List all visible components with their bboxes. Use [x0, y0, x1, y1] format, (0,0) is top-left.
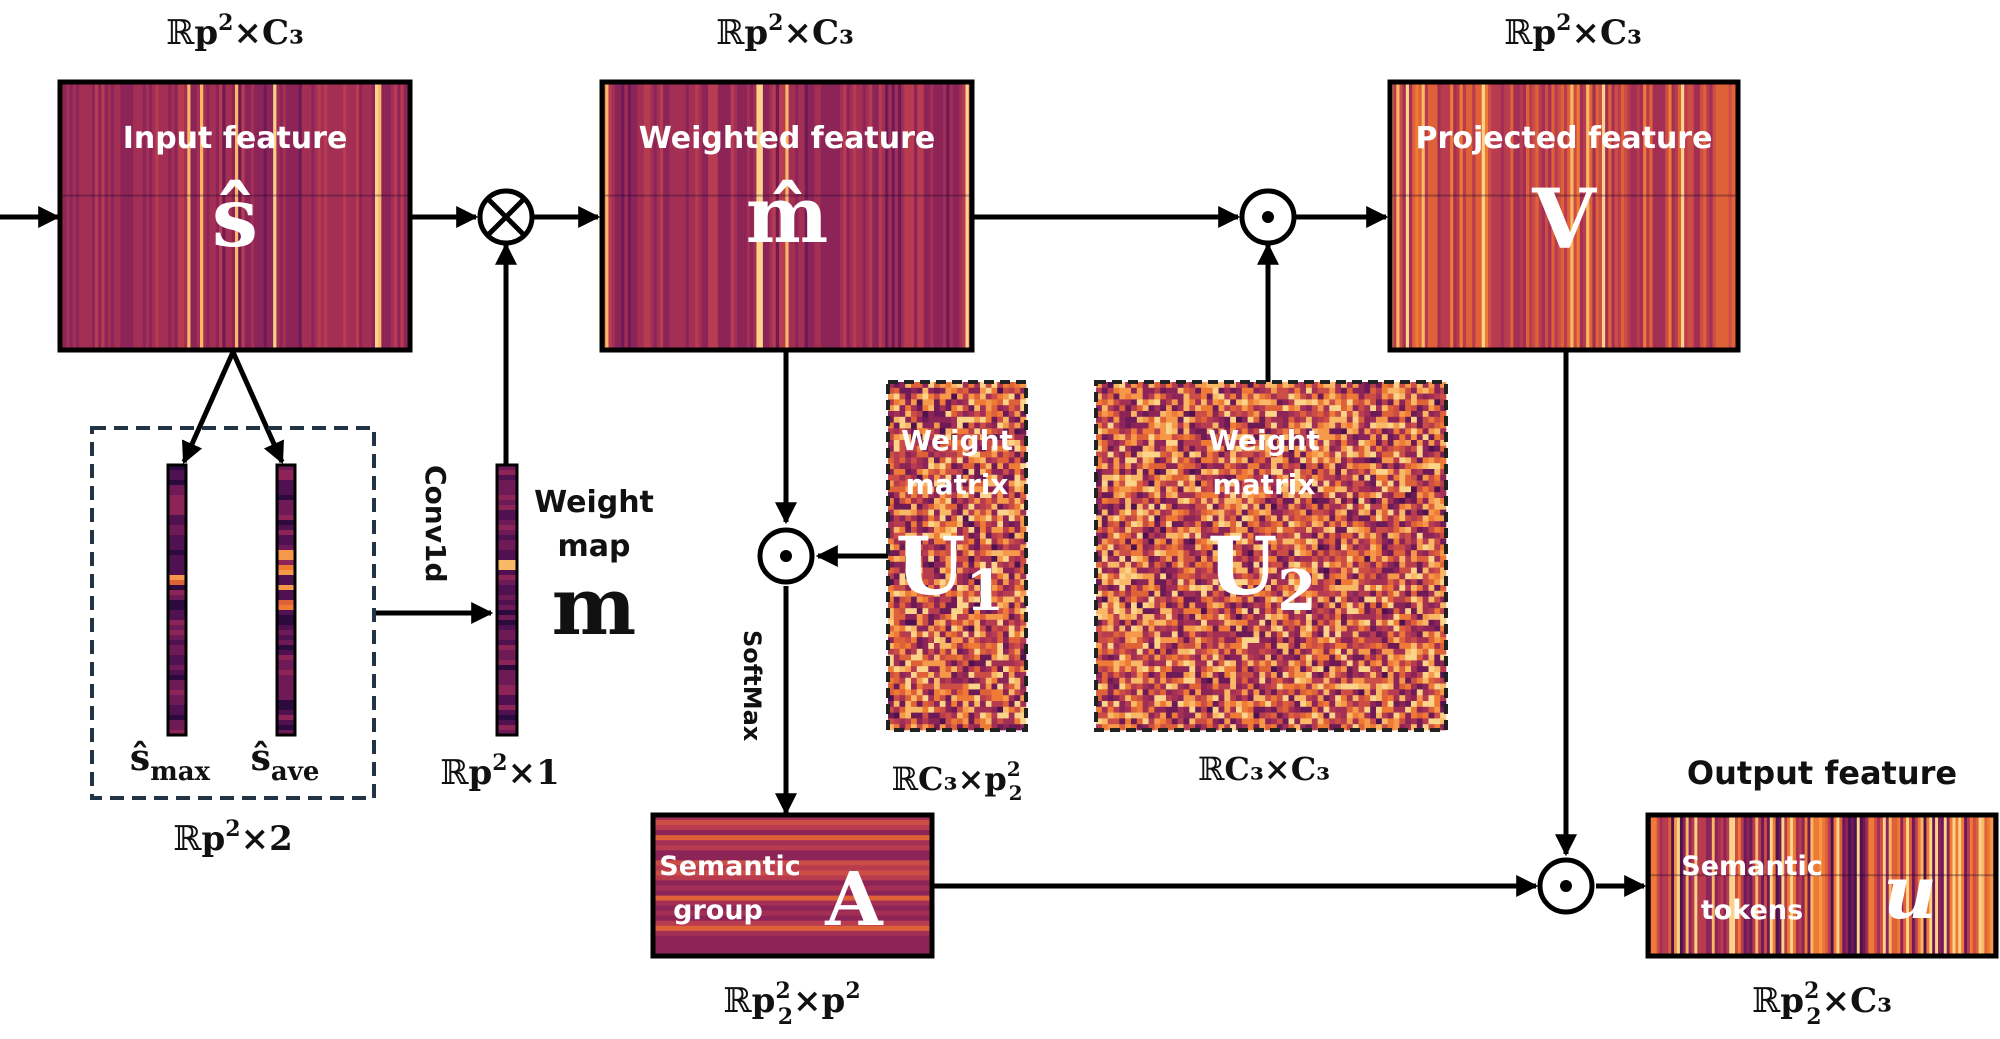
weight-matrix-u2-block: Weight matrix U2 ℝC₃×C₃	[1094, 380, 1448, 788]
semantic-group-heatmap	[653, 815, 932, 957]
pooling-box: ŝmax ŝave ℝp2×2	[90, 426, 376, 859]
weighted-feature-symbol: m̂	[746, 170, 829, 261]
arrow-s-to-max	[181, 350, 236, 465]
arrow-s-to-ave	[230, 350, 285, 465]
weighted-feature-block: ℝp2×C₃ Weighted feature m̂	[599, 10, 975, 353]
weighted-feature-dim: ℝp2×C₃	[716, 10, 854, 53]
s-max-label: ŝmax	[130, 737, 211, 787]
weight-map-label-line1: Weight	[534, 485, 654, 520]
weight-map-bar	[497, 465, 517, 736]
conv1d-label: Conv1d	[419, 465, 452, 583]
weight-map-dim: ℝp2×1	[440, 750, 560, 793]
projected-feature-heatmap	[1390, 82, 1739, 350]
input-feature-dim: ℝp2×C₃	[166, 10, 304, 53]
output-feature-heading: Output feature	[1687, 754, 1957, 792]
s-ave-label: ŝave	[251, 737, 320, 787]
output-symbol: u	[1883, 850, 1937, 936]
max-pool-bar	[168, 465, 186, 736]
u2-symbol: U2	[1208, 519, 1317, 624]
projected-feature-dim: ℝp2×C₃	[1504, 10, 1642, 53]
input-feature-block: ℝp2×C₃ Input feature ŝ	[57, 10, 413, 353]
pooling-dashed-frame	[90, 426, 376, 800]
u1-heatmap	[888, 382, 1027, 731]
output-feature-heatmap	[1648, 815, 1997, 956]
weight-map-block: Weight map m ℝp2×1	[440, 463, 654, 793]
u2-dim: ℝC₃×C₃	[1198, 750, 1330, 788]
output-line2: tokens	[1701, 895, 1803, 926]
u1-symbol: U1	[896, 519, 1005, 624]
output-line1: Semantic	[1681, 851, 1823, 882]
weighted-feature-heatmap	[602, 82, 973, 350]
weighted-feature-title: Weighted feature	[639, 121, 936, 156]
projected-feature-block: ℝp2×C₃ Projected feature V	[1387, 10, 1741, 353]
hadamard-operator-1	[1239, 188, 1297, 246]
ave-pool-bar	[277, 465, 295, 736]
u1-title-line1: Weight	[901, 424, 1013, 457]
multiply-operator	[477, 188, 535, 246]
semantic-group-line1: Semantic	[659, 851, 801, 882]
projected-feature-title: Projected feature	[1416, 121, 1713, 156]
pooling-dim: ℝp2×2	[173, 816, 293, 859]
u2-title-line1: Weight	[1208, 424, 1320, 457]
weight-map-label-line2: map	[558, 529, 631, 564]
input-feature-title: Input feature	[123, 121, 348, 156]
hadamard-operator-2	[757, 527, 815, 585]
semantic-group-symbol: A	[824, 857, 884, 943]
weight-map-symbol: m	[552, 559, 637, 653]
u1-title-line2: matrix	[906, 468, 1009, 501]
u2-heatmap	[1096, 382, 1447, 731]
semantic-group-line2: group	[673, 895, 763, 926]
projected-feature-symbol: V	[1531, 172, 1597, 268]
softmax-label: SoftMax	[738, 630, 766, 742]
arrows	[0, 205, 1647, 898]
input-feature-symbol: ŝ	[212, 170, 258, 266]
u2-title-line2: matrix	[1213, 468, 1316, 501]
hadamard-operator-3	[1537, 857, 1595, 915]
